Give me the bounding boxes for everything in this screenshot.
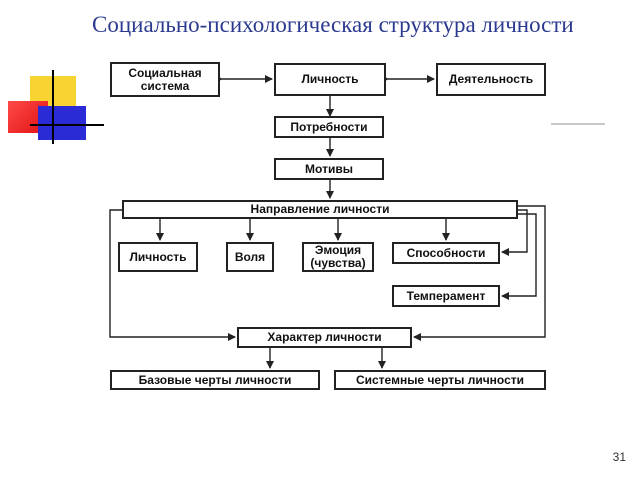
connector-loop-temperament xyxy=(501,213,537,300)
page-number: 31 xyxy=(612,450,626,464)
decor-horizontal-line xyxy=(30,124,104,126)
node-system-traits: Системные черты личности xyxy=(334,370,546,390)
connector-loop-character-right xyxy=(413,205,546,341)
node-social-system: Социальная система xyxy=(110,62,220,97)
node-temperament: Темперамент xyxy=(392,285,500,307)
node-personality-sub: Личность xyxy=(118,242,198,272)
slide-title: Социально-психологическая структура личн… xyxy=(92,12,574,37)
node-basic-traits: Базовые черты личности xyxy=(110,370,320,390)
node-needs: Потребности xyxy=(274,116,384,138)
node-activity: Деятельность xyxy=(436,63,546,96)
node-will: Воля xyxy=(226,242,274,272)
node-character: Характер личности xyxy=(237,327,412,348)
decor-vertical-line xyxy=(52,70,54,144)
node-motives: Мотивы xyxy=(274,158,384,180)
decor-faint-line xyxy=(551,123,605,125)
decor-blue-square xyxy=(38,106,86,140)
connector-loop-character-left xyxy=(109,209,236,341)
node-abilities: Способности xyxy=(392,242,500,264)
node-direction: Направление личности xyxy=(122,200,518,219)
node-emotion: Эмоция (чувства) xyxy=(302,242,374,272)
node-personality-top: Личность xyxy=(274,63,386,96)
connector-loop-abilities xyxy=(501,209,528,256)
